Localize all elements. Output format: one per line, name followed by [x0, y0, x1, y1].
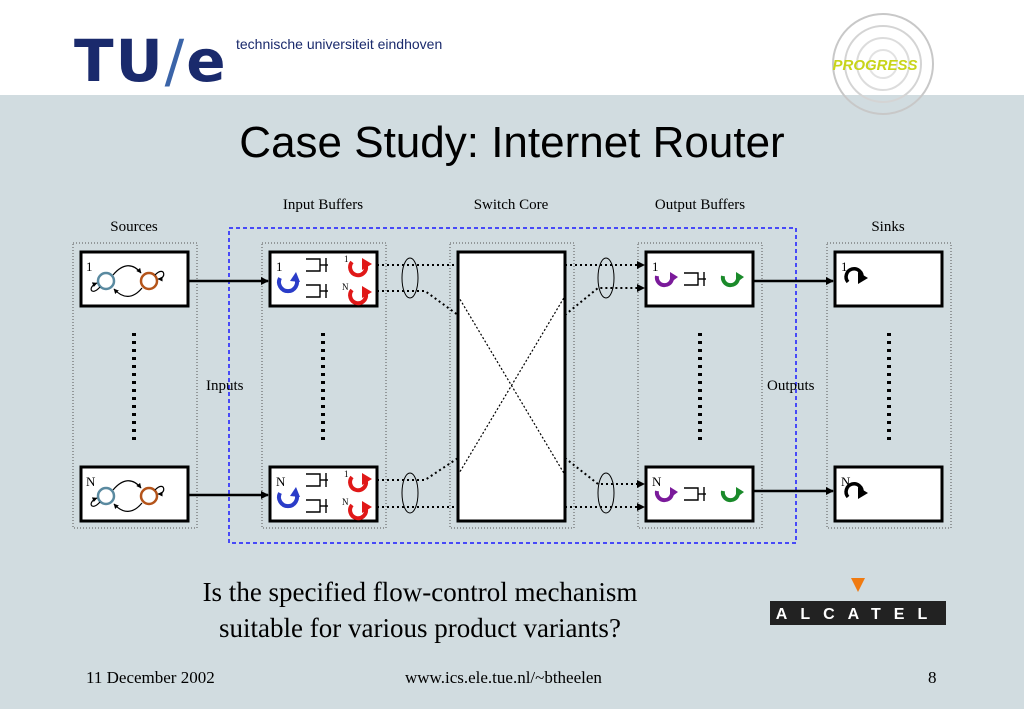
sources-region: [72, 242, 198, 529]
slide-title: Case Study: Internet Router: [239, 118, 785, 167]
alcatel-text: ALCATEL: [776, 606, 940, 623]
sinks-region: [826, 242, 952, 529]
blue-arrow-icon: [277, 277, 299, 294]
output-buffer-index-n: N: [652, 474, 662, 489]
source-box-1: 1: [79, 250, 190, 308]
university-name: technische universiteit eindhoven: [236, 36, 443, 52]
red-arrow-icon: [348, 475, 369, 493]
question-text: Is the specified flow-control mechanism …: [120, 574, 720, 646]
footer-date: 11 December 2002: [86, 668, 215, 687]
switch-core-region: [449, 242, 575, 529]
logo-tu: TU: [74, 27, 165, 95]
label-inputs: Inputs: [206, 378, 244, 394]
output-buffers-region: [637, 242, 763, 529]
channel-ellipse: [597, 472, 615, 514]
red-index-n: N: [342, 282, 349, 292]
red-arrow-icon: [348, 503, 369, 521]
question-line-1: Is the specified flow-control mechanism: [202, 577, 638, 607]
red-index-1: 1: [344, 254, 349, 264]
blue-arrow-icon: [277, 492, 299, 509]
label-sinks: Sinks: [871, 219, 905, 235]
logo-slash: /: [164, 27, 187, 95]
label-output-buffers: Output Buffers: [655, 197, 745, 213]
source-index-n: N: [86, 474, 96, 489]
input-buffer-index-n: N: [276, 474, 286, 489]
alcatel-triangle-icon: [851, 578, 865, 592]
red-index-1: 1: [344, 469, 349, 479]
red-arrow-icon: [348, 260, 369, 278]
input-buffer-index-1: 1: [276, 259, 283, 274]
label-switch-core: Switch Core: [474, 197, 549, 213]
channel-ellipse: [597, 257, 615, 299]
label-sources: Sources: [110, 219, 158, 235]
input-buffer-box-1: 1 1 N: [268, 250, 379, 308]
output-buffer-box-n: N: [644, 465, 755, 523]
alcatel-logo: ALCATEL: [770, 578, 946, 625]
source-index-1: 1: [86, 259, 93, 274]
input-buffer-box-n: N 1 N: [268, 465, 379, 523]
output-buffer-index-1: 1: [652, 259, 659, 274]
channel-ellipse: [401, 472, 419, 514]
label-outputs: Outputs: [767, 378, 815, 394]
tue-logo: TU/e: [74, 28, 228, 94]
sink-index-n: N: [841, 474, 851, 489]
header-bar: TU/e technische universiteit eindhoven P…: [0, 0, 1024, 115]
footer-page-number: 8: [928, 668, 937, 687]
sink-box-1: 1: [833, 250, 944, 308]
source-box-n: N: [79, 465, 190, 523]
channel-ellipse: [401, 257, 419, 299]
sink-index-1: 1: [841, 259, 848, 274]
red-arrow-icon: [348, 288, 369, 306]
progress-logo: PROGRESS: [832, 13, 934, 115]
footer-url: www.ics.ele.tue.nl/~btheelen: [405, 668, 602, 687]
progress-logo-text: PROGRESS: [832, 57, 917, 74]
question-line-2: suitable for various product variants?: [219, 613, 621, 643]
output-buffer-box-1: 1: [644, 250, 755, 308]
router-boundary: [228, 227, 797, 544]
red-index-n: N: [342, 497, 349, 507]
label-input-buffers: Input Buffers: [283, 197, 363, 213]
logo-e: e: [186, 27, 228, 95]
input-buffers-region: [261, 242, 387, 529]
sink-box-n: N: [833, 465, 944, 523]
